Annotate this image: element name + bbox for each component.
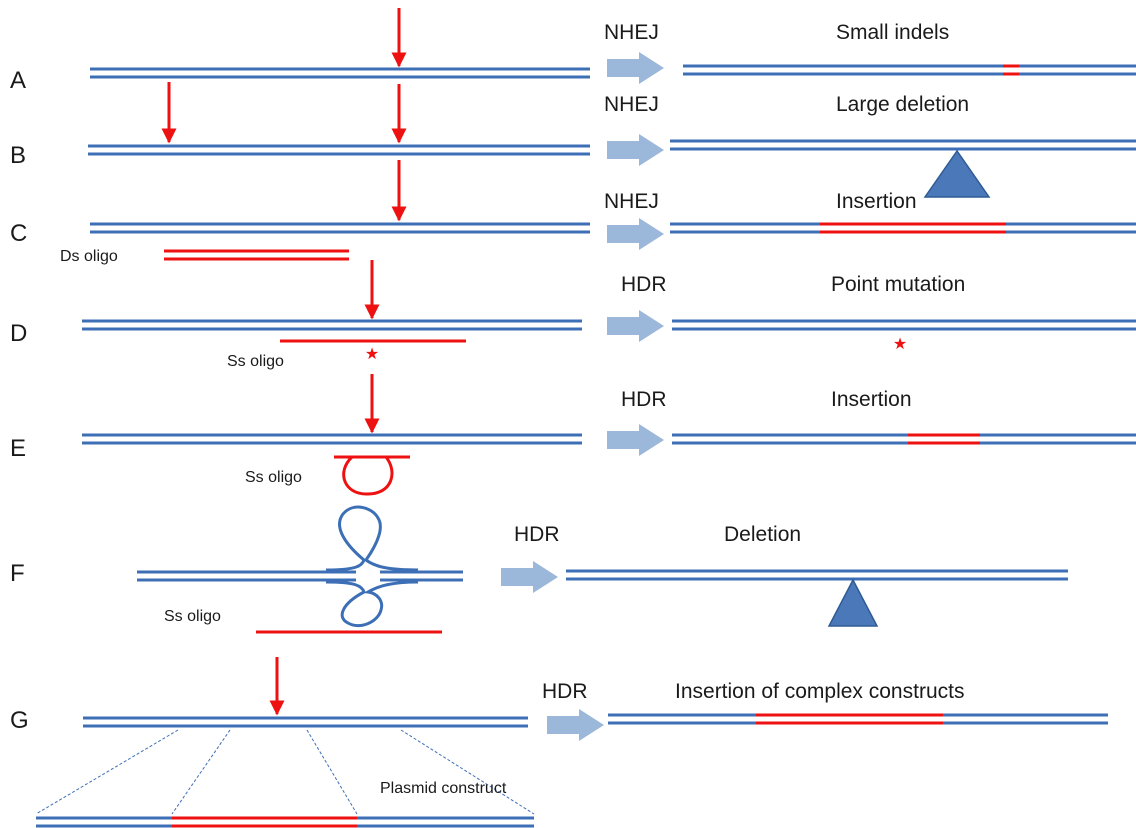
row-e-donor-label: Ss oligo	[245, 469, 302, 486]
result-dna	[672, 319, 1136, 331]
point-mutation-star-icon: ★	[893, 336, 907, 353]
insertion-segment	[756, 713, 943, 725]
row-c-outcome: Insertion	[836, 190, 917, 213]
row-f-method: HDR	[514, 523, 560, 546]
result-dna	[672, 433, 1136, 445]
row-a-letter: A	[10, 67, 26, 94]
mutation-star-icon: ★	[365, 346, 379, 363]
process-arrow-icon	[501, 561, 558, 593]
row-g: G Plasmid construct HDR Insertion of com…	[10, 657, 1108, 828]
dna-double-strand	[88, 144, 590, 156]
dna-double-strand	[83, 716, 528, 728]
row-b-letter: B	[10, 142, 26, 169]
process-arrow-icon	[607, 310, 664, 342]
row-d-donor-label: Ss oligo	[227, 353, 284, 370]
row-a-method: NHEJ	[604, 21, 659, 44]
dna-double-strand	[82, 433, 582, 445]
row-a-outcome: Small indels	[836, 21, 949, 44]
row-b-outcome: Large deletion	[836, 93, 969, 116]
row-g-method: HDR	[542, 680, 588, 703]
process-arrow-icon	[547, 709, 604, 741]
row-g-donor-label: Plasmid construct	[380, 780, 507, 797]
plasmid-insert	[172, 816, 357, 828]
dna-double-strand-left	[137, 570, 356, 582]
ss-oligo-loop-donor	[334, 455, 410, 496]
row-d: D ★ Ss oligo HDR Point mutation ★	[10, 260, 1136, 370]
row-b-method: NHEJ	[604, 93, 659, 116]
process-arrow-icon	[607, 134, 664, 166]
row-b: B NHEJ Large deletion	[10, 82, 1136, 198]
result-dna	[683, 64, 1136, 76]
dna-double-strand	[90, 67, 590, 79]
row-e-letter: E	[10, 435, 26, 462]
row-c: C Ds oligo NHEJ Insertion	[10, 160, 1136, 265]
row-a: A NHEJ Small indels	[10, 8, 1136, 94]
dna-deletion-loop	[325, 505, 419, 572]
row-c-letter: C	[10, 220, 27, 247]
row-g-letter: G	[10, 707, 29, 734]
row-e: E Ss oligo HDR Insertion	[10, 374, 1136, 496]
row-c-method: NHEJ	[604, 190, 659, 213]
deletion-triangle-icon	[827, 578, 879, 627]
insertion-segment	[820, 222, 1006, 234]
row-d-method: HDR	[621, 273, 667, 296]
dna-deletion-loop-lower	[325, 580, 419, 628]
result-dna	[670, 139, 1136, 151]
row-c-donor-label: Ds oligo	[60, 248, 118, 265]
row-f-outcome: Deletion	[724, 523, 801, 546]
process-arrow-icon	[607, 218, 664, 250]
row-f-donor-label: Ss oligo	[164, 608, 221, 625]
deletion-triangle-icon	[923, 149, 991, 198]
row-g-outcome: Insertion of complex constructs	[675, 680, 964, 703]
process-arrow-icon	[607, 424, 664, 456]
result-dna	[566, 569, 1068, 581]
dna-double-strand	[90, 222, 590, 234]
small-indel-mark	[1003, 64, 1019, 76]
row-d-letter: D	[10, 320, 27, 347]
row-d-outcome: Point mutation	[831, 273, 965, 296]
ds-oligo-donor	[164, 249, 349, 261]
row-e-method: HDR	[621, 388, 667, 411]
dna-double-strand	[82, 319, 582, 331]
insertion-segment	[908, 433, 980, 445]
row-e-outcome: Insertion	[831, 388, 912, 411]
dna-double-strand-right	[380, 570, 463, 582]
homology-arm-guide-lines	[35, 729, 535, 815]
row-f-letter: F	[10, 560, 25, 587]
row-f: F Ss oligo HDR Deletion	[10, 505, 1068, 634]
process-arrow-icon	[607, 52, 664, 84]
